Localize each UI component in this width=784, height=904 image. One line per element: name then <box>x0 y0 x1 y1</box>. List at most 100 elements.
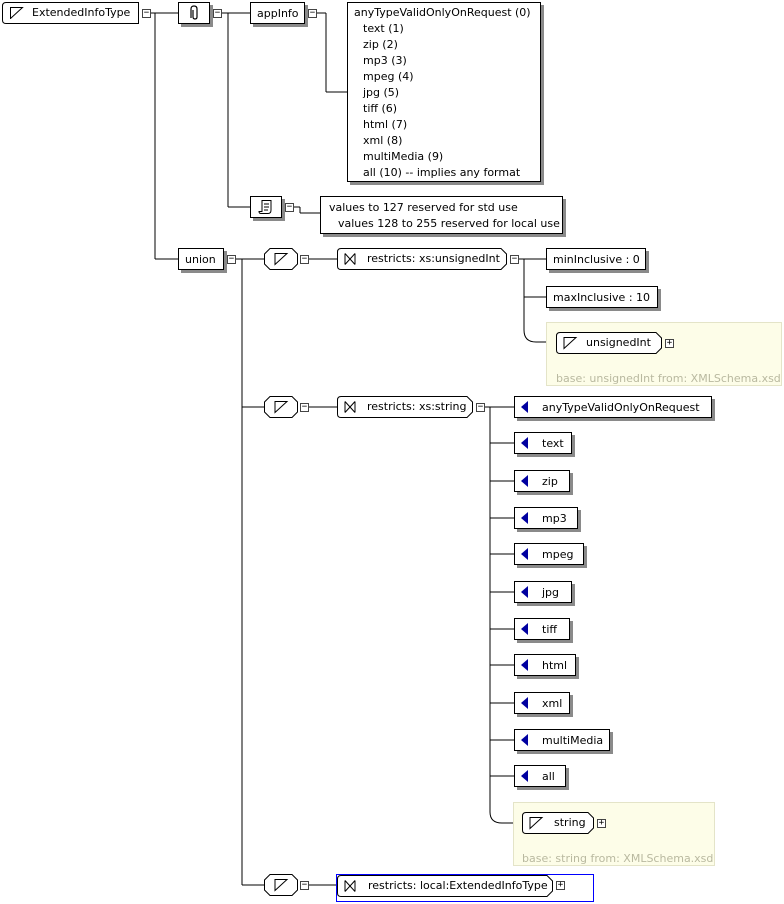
member-simple-type-1[interactable] <box>264 248 298 270</box>
enumeration-label: anyTypeValidOnlyOnRequest <box>542 400 700 414</box>
root-simple-type[interactable]: ExtendedInfoType <box>2 2 139 24</box>
root-label: ExtendedInfoType <box>32 6 131 19</box>
documentation-node[interactable] <box>250 196 282 218</box>
restriction-local-node[interactable]: restricts: local:ExtendedInfoType + <box>336 874 594 902</box>
octagon-shape <box>264 396 298 418</box>
member-simple-type-2[interactable] <box>264 396 298 418</box>
restriction3-expand-icon[interactable]: + <box>556 880 565 890</box>
root-node-shape <box>2 2 139 24</box>
restriction3-label: restricts: local:ExtendedInfoType <box>368 879 548 892</box>
base-info: base: string from: XMLSchema.xsd <box>522 852 714 865</box>
facet-label: minInclusive : 0 <box>553 252 640 266</box>
enumeration-item[interactable]: all <box>514 765 566 787</box>
restriction-shape <box>337 396 473 418</box>
enumeration-item[interactable]: anyTypeValidOnlyOnRequest <box>514 396 712 418</box>
paperclip-icon <box>190 5 198 20</box>
enumeration-label: multiMedia <box>542 733 604 747</box>
enumeration-triangle-icon <box>521 770 528 782</box>
restriction2-collapse-icon[interactable]: − <box>476 402 485 412</box>
simple-type-icon <box>563 337 578 350</box>
simple-type-icon <box>274 879 289 892</box>
enumeration-item[interactable]: tiff <box>514 618 570 640</box>
restriction-string-node[interactable]: restricts: xs:string <box>337 396 473 418</box>
enumeration-triangle-icon <box>521 437 528 449</box>
restriction-icon <box>344 880 356 892</box>
simple-type-icon <box>10 7 24 19</box>
member-simple-type-3[interactable] <box>264 874 298 896</box>
appinfo-line: jpg (5) <box>363 86 400 99</box>
appinfo-line: mpeg (4) <box>363 70 414 83</box>
appinfo-collapse-icon[interactable]: − <box>308 8 317 18</box>
enumeration-label: mp3 <box>542 511 567 525</box>
octagon-shape <box>264 248 298 270</box>
appinfo-line: xml (8) <box>363 134 403 147</box>
documentation-collapse-icon[interactable]: − <box>285 202 294 212</box>
restriction1-label: restricts: xs:unsignedInt <box>367 252 500 265</box>
enumeration-item[interactable]: html <box>514 654 576 676</box>
union-collapse-icon[interactable]: − <box>227 254 236 264</box>
facet-min-inclusive[interactable]: minInclusive : 0 <box>546 248 646 270</box>
appinfo-line: multiMedia (9) <box>363 150 444 163</box>
scroll-icon <box>258 200 272 214</box>
simple-type-icon <box>274 401 289 414</box>
enumeration-triangle-icon <box>521 697 528 709</box>
facet-max-inclusive[interactable]: maxInclusive : 10 <box>546 286 658 308</box>
enumeration-triangle-icon <box>521 401 528 413</box>
appinfo-content-box: anyTypeValidOnlyOnRequest (0) text (1) z… <box>347 2 541 182</box>
restriction1-collapse-icon[interactable]: − <box>510 254 519 264</box>
appinfo-line: anyTypeValidOnlyOnRequest (0) <box>354 6 531 19</box>
appinfo-line: html (7) <box>363 118 408 131</box>
restriction-shape <box>337 875 553 897</box>
documentation-line: values 128 to 255 reserved for local use <box>338 217 560 230</box>
annotation-collapse-icon[interactable]: − <box>213 8 222 18</box>
enumeration-label: jpg <box>542 585 560 599</box>
appinfo-line: mp3 (3) <box>363 54 407 67</box>
base-type-shape <box>522 812 594 834</box>
facet-label: maxInclusive : 10 <box>553 290 651 304</box>
appinfo-label: appInfo <box>257 6 299 20</box>
enumeration-item[interactable]: mp3 <box>514 507 578 529</box>
base-unsignedint-node[interactable]: unsignedInt <box>556 332 662 354</box>
appinfo-line: tiff (6) <box>363 102 398 115</box>
base-name: unsignedInt <box>586 336 651 349</box>
restriction-unsignedint-node[interactable]: restricts: xs:unsignedInt <box>337 248 507 270</box>
union-node[interactable]: union <box>178 248 224 270</box>
appinfo-node[interactable]: appInfo <box>250 2 305 24</box>
member3-collapse-icon[interactable]: − <box>300 880 309 890</box>
enumeration-item[interactable]: jpg <box>514 581 572 603</box>
restriction2-label: restricts: xs:string <box>367 400 467 413</box>
annotation-node[interactable] <box>178 2 210 24</box>
enumeration-label: html <box>542 658 568 672</box>
enumeration-label: zip <box>542 474 558 488</box>
enumeration-item[interactable]: mpeg <box>514 543 584 565</box>
base-string-node[interactable]: string <box>522 812 594 834</box>
enumeration-triangle-icon <box>521 734 528 746</box>
member1-collapse-icon[interactable]: − <box>300 254 309 264</box>
enumeration-triangle-icon <box>521 623 528 635</box>
enumeration-item[interactable]: xml <box>514 692 570 714</box>
base-unsignedint-expand-icon[interactable]: + <box>665 338 674 348</box>
enumeration-item[interactable]: text <box>514 432 572 454</box>
enumeration-triangle-icon <box>521 586 528 598</box>
enumeration-label: all <box>542 769 555 783</box>
enumeration-triangle-icon <box>521 512 528 524</box>
simple-type-icon <box>529 817 544 830</box>
base-type-shape <box>556 332 662 354</box>
enumeration-item[interactable]: zip <box>514 470 570 492</box>
appinfo-line: zip (2) <box>363 38 398 51</box>
restriction-icon <box>344 253 356 265</box>
base-string-expand-icon[interactable]: + <box>597 818 606 828</box>
restriction-icon <box>344 401 356 413</box>
member2-collapse-icon[interactable]: − <box>300 402 309 412</box>
enumeration-label: text <box>542 436 564 450</box>
base-name: string <box>554 816 586 829</box>
enumeration-item[interactable]: multiMedia <box>514 729 610 751</box>
enumeration-triangle-icon <box>521 475 528 487</box>
enumeration-label: mpeg <box>542 547 574 561</box>
enumeration-triangle-icon <box>521 548 528 560</box>
documentation-content-box: values to 127 reserved for std use value… <box>320 196 563 234</box>
enumeration-label: tiff <box>542 622 557 636</box>
enumeration-label: xml <box>542 696 563 710</box>
root-collapse-icon[interactable]: − <box>142 8 151 18</box>
